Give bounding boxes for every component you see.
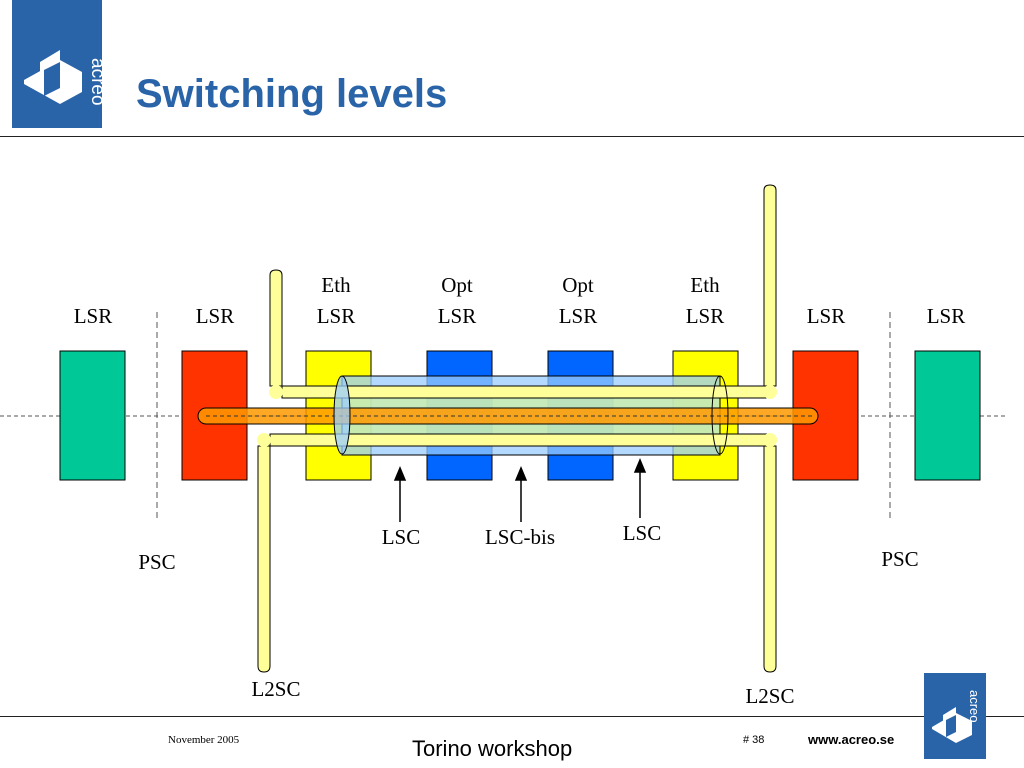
footer-divider — [0, 716, 1024, 717]
l2sc-tube-up-left — [269, 269, 283, 387]
node-label-4-line2: LSR — [438, 304, 477, 328]
arrow-lsc-left-head — [393, 466, 407, 481]
logo-text-footer: acreo — [967, 690, 982, 723]
node-label-6-line2: LSR — [686, 304, 725, 328]
acreo-logo-mark-icon — [24, 50, 82, 104]
switching-diagram: LSR LSR Eth LSR Opt LSR Opt LSR Eth LSR … — [0, 184, 1006, 708]
header-divider — [0, 136, 1024, 137]
l2sc-label-right: L2SC — [745, 684, 794, 708]
l2sc-joint-top-left — [269, 385, 283, 399]
l2sc-tube-up-right — [763, 184, 777, 387]
arrow-lsc-right-head — [633, 458, 647, 473]
node-label-7-line2: LSR — [807, 304, 846, 328]
node-label-5-line2: LSR — [559, 304, 598, 328]
footer-page-number: # 38 — [743, 734, 765, 746]
node-label-1-line2: LSR — [74, 304, 113, 328]
lsc-label-left: LSC — [382, 525, 421, 549]
node-label-3-line1: Eth — [321, 273, 351, 297]
node-box-lsr-3 — [792, 350, 859, 481]
node-label-3-line2: LSR — [317, 304, 356, 328]
l2sc-tube-down-left — [257, 445, 271, 673]
lsc-tube-cap-right — [711, 375, 729, 455]
l2sc-joint-bottom-right — [763, 433, 777, 447]
node-label-4-line1: Opt — [441, 273, 473, 297]
node-label-2-line2: LSR — [196, 304, 235, 328]
footer-event-name: Torino workshop — [412, 736, 573, 761]
page-title: Switching levels — [136, 72, 448, 116]
node-box-lsr-4 — [914, 350, 981, 481]
node-label-8-line2: LSR — [927, 304, 966, 328]
l2sc-tube-top — [281, 385, 767, 399]
footer-date: November 2005 — [168, 734, 240, 746]
node-box-lsr-1 — [59, 350, 126, 481]
acreo-logo-mark-footer-icon — [932, 707, 972, 743]
psc-label-left: PSC — [138, 550, 175, 574]
node-label-5-line1: Opt — [562, 273, 594, 297]
lsc-bis-label: LSC-bis — [485, 525, 555, 549]
lsc-label-right: LSC — [623, 521, 662, 545]
psc-label-right: PSC — [881, 547, 918, 571]
arrow-lsc-bis-head — [514, 466, 528, 481]
lsc-tube-cap-left — [333, 375, 351, 455]
node-label-6-line1: Eth — [690, 273, 720, 297]
acreo-logo-footer: acreo — [924, 673, 986, 759]
l2sc-tube-down-right — [763, 445, 777, 673]
l2sc-label-left: L2SC — [251, 677, 300, 701]
l2sc-joint-top-right — [763, 385, 777, 399]
acreo-logo: acreo — [12, 0, 108, 128]
footer-url: www.acreo.se — [808, 732, 895, 747]
l2sc-joint-bottom-left — [257, 433, 271, 447]
